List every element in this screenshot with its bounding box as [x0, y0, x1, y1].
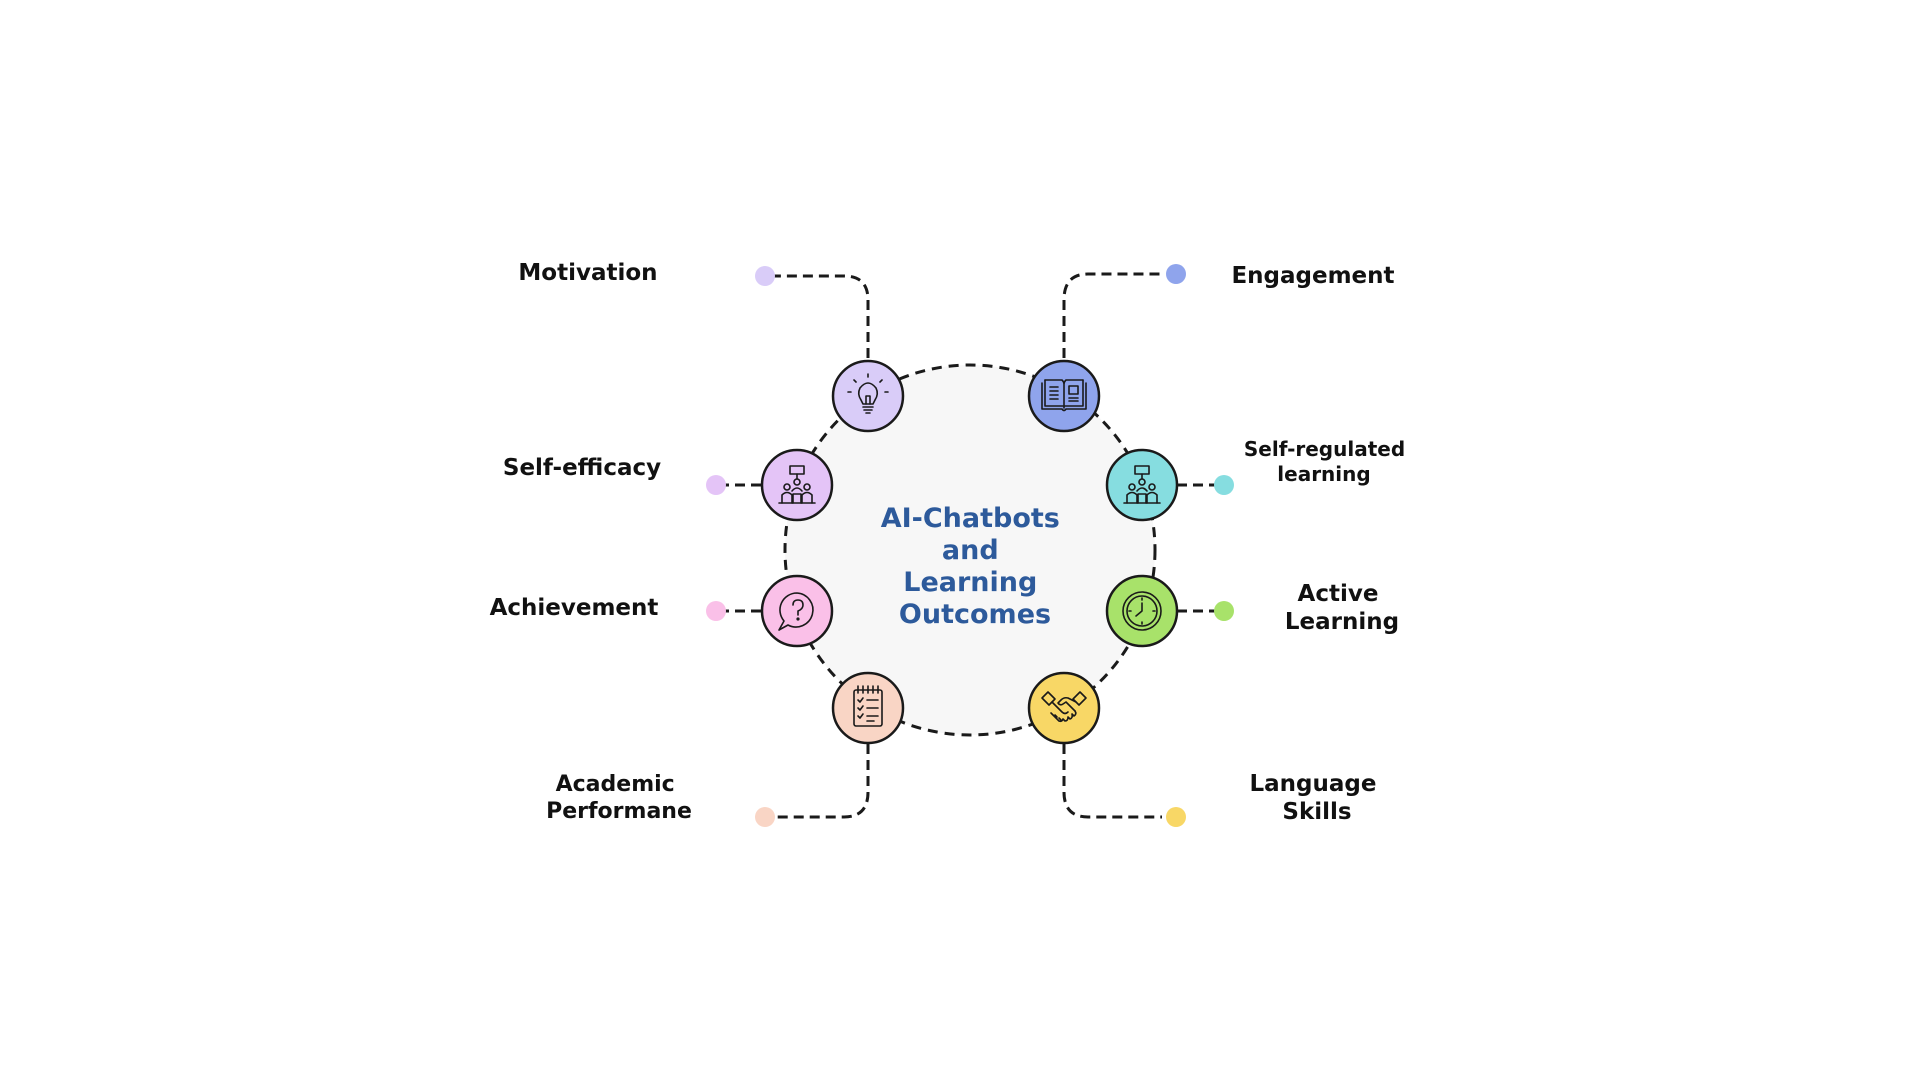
connector-language-skills [1062, 744, 1162, 819]
hierarchy-icon [778, 465, 816, 504]
book-icon [1041, 379, 1087, 412]
label-motivation: Motivation [518, 260, 657, 286]
center-title-line: and [942, 535, 999, 566]
dot-self-regulated-learning [1214, 475, 1234, 495]
connector-academic-performance [774, 744, 870, 819]
dot-language-skills [1166, 807, 1186, 827]
label-engagement-line: Engagement [1231, 263, 1394, 289]
central-hub [783, 363, 1157, 737]
label-self-regulated-learning: Self-regulated learning [1244, 437, 1412, 486]
label-academic-performance-line: Academic [556, 772, 675, 797]
label-active-learning: Active Learning [1285, 581, 1399, 635]
label-language-skills: Language Skills [1250, 771, 1385, 825]
label-achievement: Achievement [490, 595, 659, 621]
label-language-skills-line: Skills [1282, 799, 1351, 825]
handshake-icon [1041, 691, 1087, 723]
dot-active-learning [1214, 601, 1234, 621]
label-engagement: Engagement [1231, 263, 1394, 289]
clock-icon [1122, 591, 1162, 631]
label-self-efficacy-line: Self-efficacy [503, 455, 661, 481]
label-self-regulated-learning-line: Self-regulated [1244, 437, 1405, 461]
label-active-learning-line: Active [1298, 581, 1379, 607]
label-active-learning-line: Learning [1285, 609, 1399, 635]
dot-self-efficacy [706, 475, 726, 495]
hierarchy-icon [1123, 465, 1161, 504]
center-title-line: Learning [903, 567, 1037, 598]
label-self-efficacy: Self-efficacy [503, 455, 661, 481]
label-motivation-line: Motivation [518, 260, 657, 286]
connector-motivation [774, 274, 870, 358]
dot-motivation [755, 266, 775, 286]
label-academic-performance: Academic Performane [546, 772, 692, 824]
label-achievement-line: Achievement [490, 595, 659, 621]
dot-engagement [1166, 264, 1186, 284]
checklist-icon [853, 685, 883, 727]
dot-achievement [706, 601, 726, 621]
center-title-line: AI-Chatbots [881, 503, 1060, 534]
label-language-skills-line: Language [1250, 771, 1377, 797]
node-achievement [760, 574, 834, 648]
label-self-regulated-learning-line: learning [1277, 462, 1370, 486]
dot-academic-performance [755, 807, 775, 827]
question-bubble-icon [778, 592, 814, 631]
label-academic-performance-line: Performane [546, 799, 692, 824]
node-language-skills [1027, 671, 1101, 745]
center-title-line: Outcomes [899, 599, 1051, 630]
lightbulb-icon [847, 373, 889, 414]
center-title: AI-Chatbots and Learning Outcomes [881, 503, 1070, 630]
connector-engagement [1062, 272, 1162, 358]
